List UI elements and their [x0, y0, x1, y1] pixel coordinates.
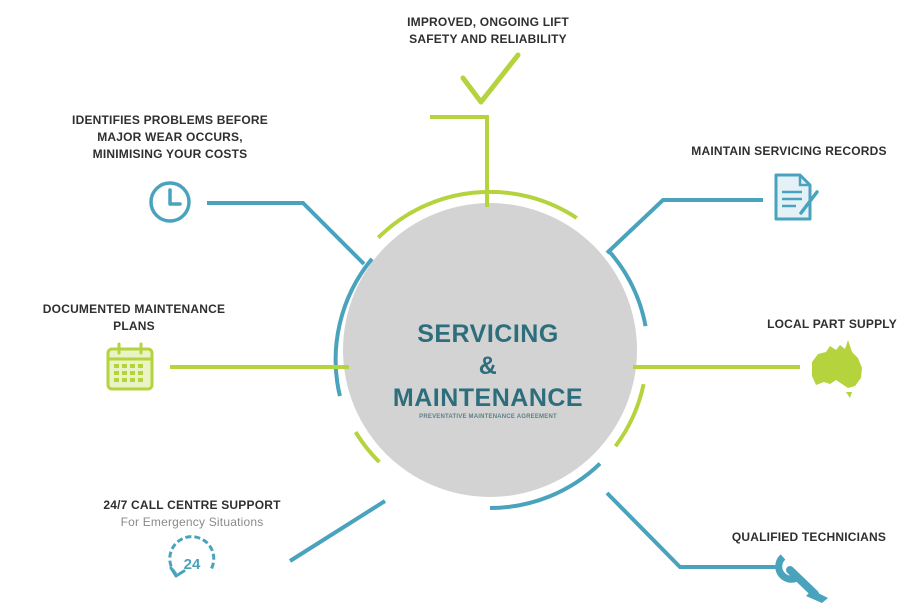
australia-map-icon — [812, 340, 862, 398]
ring-arc-top — [376, 189, 578, 240]
document-icon — [774, 173, 819, 221]
ring-arc-bottom-right — [489, 462, 602, 511]
checkmark-icon — [460, 52, 521, 105]
label-upper-left-line2: MAJOR WEAR OCCURS, — [97, 130, 243, 144]
label-mid-right: LOCAL PART SUPPLY — [750, 316, 914, 333]
clock-icon — [149, 181, 191, 223]
label-lower-left-line1: 24/7 CALL CENTRE SUPPORT — [103, 498, 281, 512]
label-lower-left: 24/7 CALL CENTRE SUPPORT For Emergency S… — [74, 497, 310, 531]
center-title-line1: SERVICING — [417, 320, 559, 348]
connector-upper-right — [605, 198, 763, 255]
label-top-line1: IMPROVED, ONGOING LIFT — [407, 15, 569, 29]
center-title-line3: MAINTENANCE — [392, 384, 584, 412]
support-24-badge: 24 — [184, 556, 201, 573]
ring-arc-lower-left — [353, 431, 381, 464]
ring-arc-left — [333, 257, 374, 397]
center-title-ampersand: & — [478, 352, 498, 380]
connector-lower-right — [605, 491, 780, 569]
wrench-icon — [775, 554, 828, 603]
label-upper-left-line3: MINIMISING YOUR COSTS — [92, 147, 248, 161]
label-lower-left-sub: For Emergency Situations — [120, 515, 264, 529]
label-mid-right-line1: LOCAL PART SUPPLY — [767, 317, 897, 331]
connector-top — [430, 115, 489, 207]
support-24-icon: 24 — [168, 535, 216, 578]
connector-upper-left — [207, 201, 366, 266]
ring-arc-upper-right — [608, 251, 648, 327]
connector-lower-left — [288, 499, 387, 563]
label-mid-left-line1: DOCUMENTED MAINTENANCE — [42, 302, 226, 316]
label-lower-right: QUALIFIED TECHNICIANS — [704, 529, 914, 546]
label-lower-right-line1: QUALIFIED TECHNICIANS — [731, 530, 887, 544]
center-circle — [343, 203, 637, 497]
center-subtitle: PREVENTATIVE MAINTENANCE AGREEMENT — [419, 414, 557, 420]
label-upper-right: MAINTAIN SERVICING RECORDS — [664, 143, 914, 160]
calendar-icon — [106, 342, 154, 391]
label-upper-left-line1: IDENTIFIES PROBLEMS BEFORE — [72, 113, 268, 127]
label-top-line2: SAFETY AND RELIABILITY — [409, 32, 567, 46]
center-title: SERVICING & MAINTENANCE PREVENTATIVE MAI… — [360, 318, 616, 422]
label-top: IMPROVED, ONGOING LIFT SAFETY AND RELIAB… — [364, 14, 612, 48]
label-upper-right-line1: MAINTAIN SERVICING RECORDS — [691, 144, 887, 158]
label-upper-left: IDENTIFIES PROBLEMS BEFORE MAJOR WEAR OC… — [44, 112, 296, 163]
label-mid-left-line2: PLANS — [113, 319, 155, 333]
ring-arc-right — [613, 383, 646, 448]
label-mid-left: DOCUMENTED MAINTENANCE PLANS — [14, 301, 254, 335]
